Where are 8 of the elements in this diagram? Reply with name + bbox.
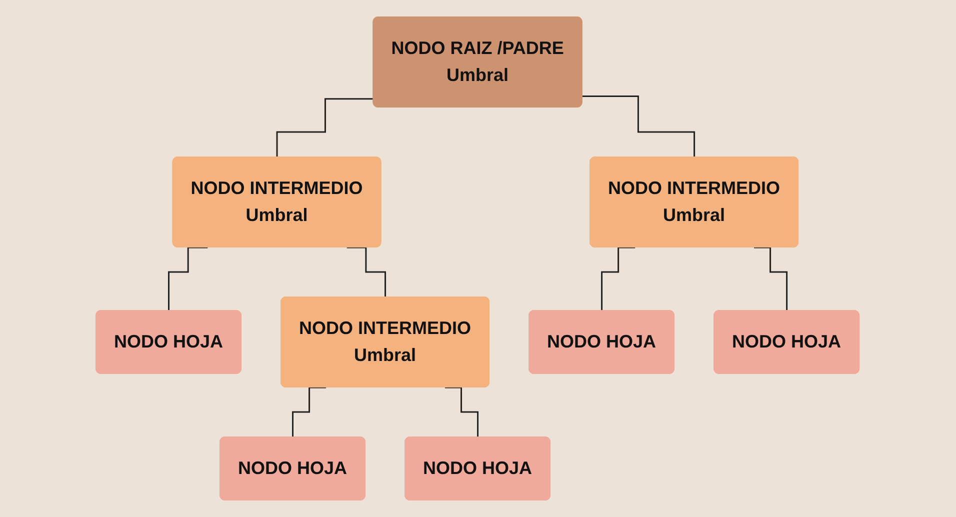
connector <box>168 246 208 312</box>
connector <box>445 386 480 438</box>
connector <box>347 246 387 298</box>
connector <box>582 95 696 158</box>
connector <box>602 246 636 312</box>
connector <box>292 386 327 438</box>
connector <box>276 98 374 158</box>
connector <box>754 246 788 312</box>
